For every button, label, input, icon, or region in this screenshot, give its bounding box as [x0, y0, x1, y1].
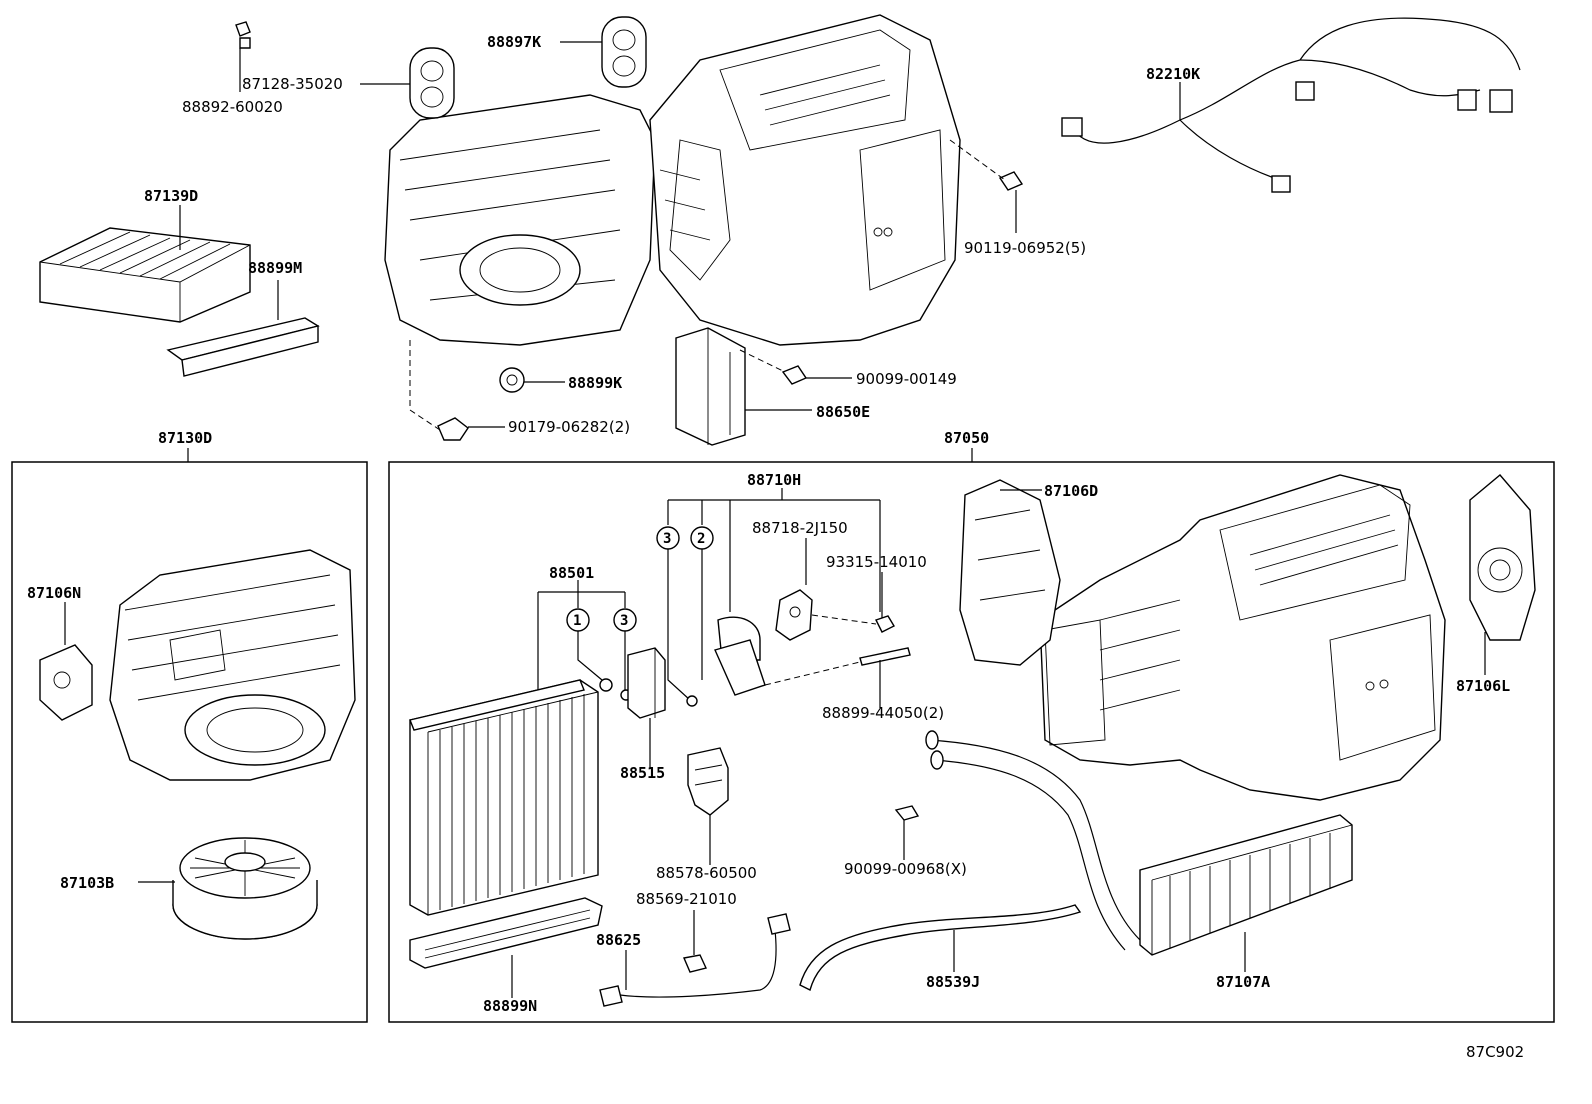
label-88650E: 88650E — [816, 403, 870, 421]
blower-case-drawing — [109, 549, 356, 781]
label-87106L: 87106L — [1456, 677, 1510, 695]
callout-2: 2 — [690, 526, 714, 550]
hvac-assembly-drawing — [384, 14, 961, 346]
callout-3a: 3 — [656, 526, 680, 550]
label-88718-2J150: 88718-2J150 — [752, 519, 848, 537]
label-90179-06282: 90179-06282(2) — [508, 418, 630, 436]
blower-assembly-box — [11, 461, 368, 1023]
label-88569-21010: 88569-21010 — [636, 890, 737, 908]
o-ring-1 — [599, 678, 613, 692]
label-88625: 88625 — [596, 931, 641, 949]
filter-cover-drawing — [166, 317, 320, 377]
bolt-90099-00968-drawing — [894, 805, 920, 821]
label-90119-06952: 90119-06952(5) — [964, 239, 1086, 257]
svg-text:3: 3 — [620, 613, 628, 629]
servo-87106L-drawing — [1469, 474, 1536, 641]
cabin-filter-drawing — [39, 227, 251, 323]
label-88578-60500: 88578-60500 — [656, 864, 757, 882]
dash-guide-2 — [949, 139, 1006, 181]
servo-motor-87106N-drawing — [39, 644, 93, 721]
grommet-drawings — [235, 16, 647, 119]
label-87050: 87050 — [944, 429, 989, 447]
callout-1: 1 — [566, 608, 590, 632]
label-87107A: 87107A — [1216, 973, 1270, 991]
label-88501: 88501 — [549, 564, 594, 582]
svg-text:2: 2 — [697, 531, 705, 547]
label-88899-44050: 88899-44050(2) — [822, 704, 944, 722]
label-88897K: 88897K — [487, 33, 541, 51]
evaporator-cover-88899N-drawing — [409, 897, 603, 969]
wire-harness-drawing — [1061, 17, 1521, 193]
label-87139D: 87139D — [144, 187, 198, 205]
label-88899M: 88899M — [248, 259, 302, 277]
label-88899K: 88899K — [568, 374, 622, 392]
heater-case-drawing — [1039, 474, 1446, 801]
dash-guide-1 — [409, 340, 441, 431]
label-87130D: 87130D — [158, 429, 212, 447]
bracket-88501 — [537, 580, 626, 690]
diagram-code: 87C902 — [1466, 1043, 1524, 1061]
ecu-drawing — [675, 327, 746, 446]
callout-3b: 3 — [613, 608, 637, 632]
heater-core-drawing — [925, 730, 1353, 956]
small-parts-top — [437, 171, 1024, 441]
clip-88578-drawing — [687, 747, 729, 816]
valve-parts-drawing — [686, 589, 911, 707]
label-90099-00968: 90099-00968(X) — [844, 860, 967, 878]
leader-lines-top — [179, 41, 1181, 428]
label-87103B: 87103B — [60, 874, 114, 892]
label-88710H: 88710H — [747, 471, 801, 489]
leader-callout-3a — [667, 549, 691, 701]
label-87106N: 87106N — [27, 584, 81, 602]
sensor-drawing — [599, 913, 791, 1007]
heater-unit-box — [388, 461, 1555, 1023]
blower-motor-drawing — [172, 837, 318, 940]
leader-callout-1 — [577, 631, 603, 681]
label-88899N: 88899N — [483, 997, 537, 1015]
label-82210K: 82210K — [1146, 65, 1200, 83]
dash-guide-3 — [739, 349, 786, 373]
svg-text:3: 3 — [663, 531, 671, 547]
servo-87106D-drawing — [959, 479, 1061, 666]
label-93315-14010: 93315-14010 — [826, 553, 927, 571]
expansion-valve-88515-drawing — [627, 647, 666, 719]
evaporator-drawing — [409, 679, 599, 916]
drain-hose-drawing — [799, 904, 1082, 992]
label-88892-60020: 88892-60020 — [182, 98, 283, 116]
svg-text:1: 1 — [573, 613, 581, 629]
label-90099-00149: 90099-00149 — [856, 370, 957, 388]
bracket-88710H — [667, 488, 881, 612]
label-88515: 88515 — [620, 764, 665, 782]
label-88539J: 88539J — [926, 973, 980, 991]
label-87128-35020: 87128-35020 — [242, 75, 343, 93]
label-87106D: 87106D — [1044, 482, 1098, 500]
